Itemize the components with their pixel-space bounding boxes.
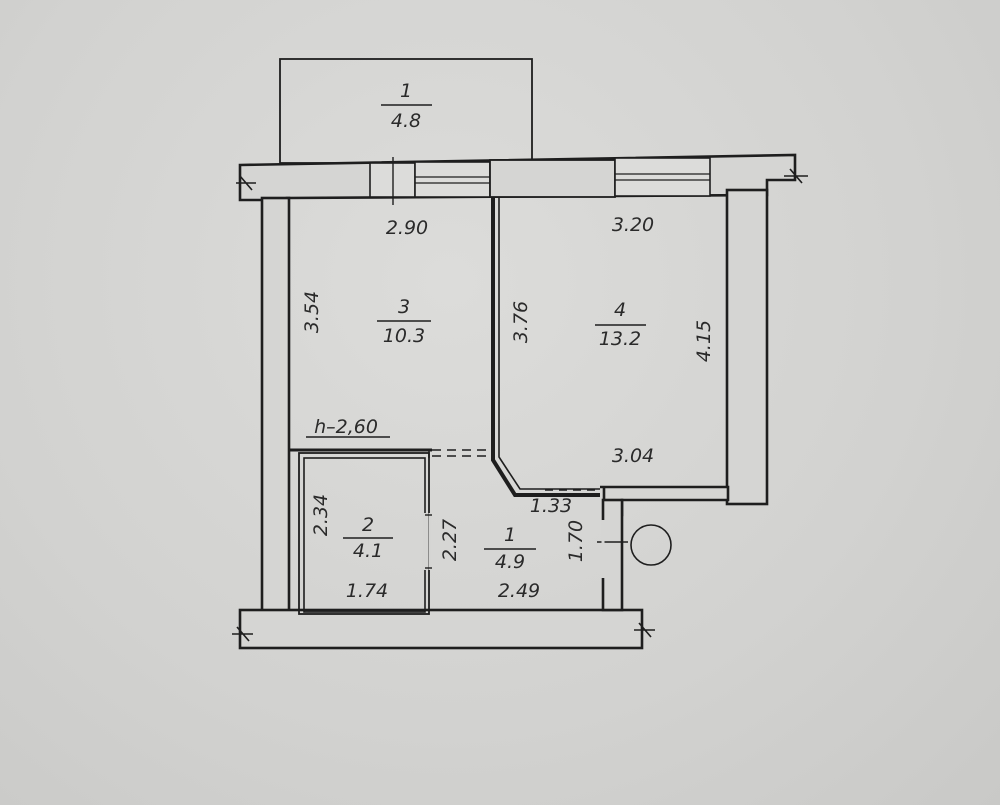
window-room-4 bbox=[614, 157, 711, 197]
exterior-wall-left bbox=[260, 196, 291, 618]
room-1-balcony-number: 1 bbox=[400, 80, 412, 102]
entry-wall bbox=[601, 498, 624, 612]
wall-break-mark bbox=[236, 175, 256, 191]
window-room-3 bbox=[414, 161, 491, 198]
dim-room4-width-bottom: 3.04 bbox=[612, 445, 654, 467]
dim-room2-height: 2.34 bbox=[310, 494, 332, 536]
dim-entry-height: 1.70 bbox=[565, 520, 587, 562]
dim-room4-left-height: 3.76 bbox=[510, 301, 532, 343]
room-1-hall-area: 4.9 bbox=[495, 551, 525, 573]
room-3-number: 3 bbox=[398, 296, 410, 318]
wall-pier bbox=[489, 159, 616, 198]
room-1-balcony-area: 4.8 bbox=[391, 110, 421, 132]
ceiling-height-label: h–2,60 bbox=[314, 416, 378, 438]
dim-room3-height: 3.54 bbox=[301, 291, 323, 333]
room-2-number: 2 bbox=[362, 514, 374, 536]
room-4-area: 13.2 bbox=[599, 328, 641, 350]
stairwell-circle bbox=[630, 524, 672, 566]
partition-3-4-inner bbox=[498, 198, 600, 490]
room-2-area: 4.1 bbox=[353, 540, 383, 562]
dim-room4-width-top: 3.20 bbox=[612, 214, 654, 236]
partition-3-4 bbox=[491, 198, 600, 497]
dim-hall-height: 2.27 bbox=[439, 519, 461, 561]
dim-hall-width: 2.49 bbox=[498, 580, 540, 602]
room-4-number: 4 bbox=[614, 299, 626, 321]
room-1-hall-number: 1 bbox=[504, 524, 516, 546]
wall-break-mark bbox=[634, 622, 655, 638]
room-3-area: 10.3 bbox=[383, 325, 425, 347]
dim-room2-width: 1.74 bbox=[346, 580, 388, 602]
dim-room4-right-height: 4.15 bbox=[693, 320, 715, 362]
wall-break-mark bbox=[784, 168, 808, 184]
exterior-wall-bottom bbox=[238, 608, 644, 650]
dim-corridor-opening: 1.33 bbox=[530, 495, 572, 517]
wall-break-mark bbox=[232, 626, 253, 642]
dim-room3-width: 2.90 bbox=[386, 217, 428, 239]
exterior-wall-right bbox=[725, 188, 769, 506]
